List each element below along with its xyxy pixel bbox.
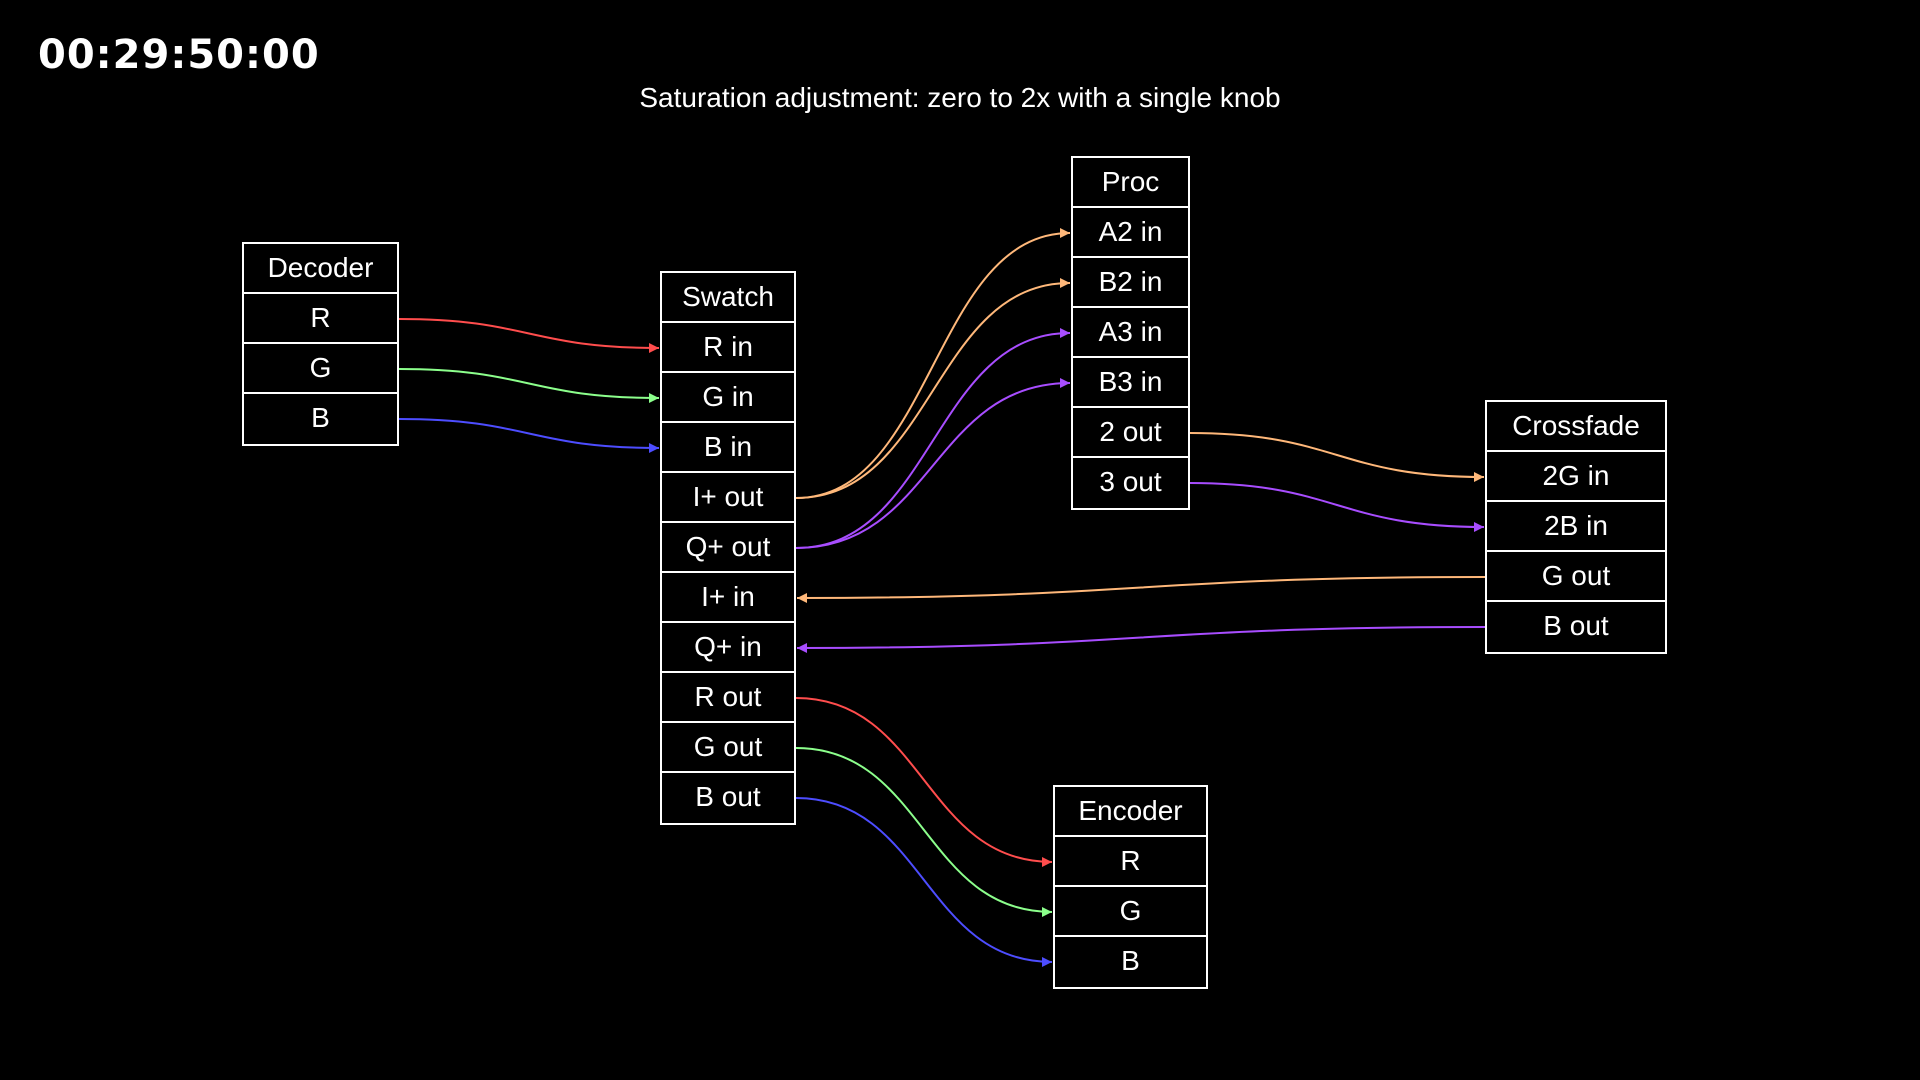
proc-port-3-out[interactable]: 3 out [1099,466,1162,497]
timecode: 00:29:50:00 [38,32,320,78]
decoder-title: Decoder [244,244,397,294]
proc-port-a2-in[interactable]: A2 in [1073,208,1188,258]
wire-crossfade-3-to-swatch-6 [796,626,1486,653]
proc-title: Proc [1073,158,1188,208]
wire-swatch-8-to-encoder-1 [795,747,1053,917]
encoder-title: Encoder [1055,787,1206,837]
swatch-port-b-out[interactable]: B out [695,781,761,812]
proc-port-b2-in[interactable]: B2 in [1073,258,1188,308]
encoder-port-b[interactable]: B [1121,945,1140,976]
crossfade-port-2g-in[interactable]: 2G in [1487,452,1665,502]
wire-swatch-7-to-encoder-0 [795,697,1053,867]
swatch-node[interactable]: Swatch R in G in B in I+ out Q+ out I+ i… [660,271,796,825]
encoder-port-r[interactable]: R [1055,837,1206,887]
swatch-title: Swatch [662,273,794,323]
swatch-port-i-out[interactable]: I+ out [662,473,794,523]
crossfade-port-2b-in[interactable]: 2B in [1487,502,1665,552]
wire-swatch-4-to-proc-2 [795,328,1071,549]
swatch-port-q-out[interactable]: Q+ out [662,523,794,573]
swatch-port-g-out[interactable]: G out [662,723,794,773]
wire-proc-5-to-crossfade-1 [1189,482,1485,532]
wire-proc-4-to-crossfade-0 [1189,432,1485,482]
proc-node[interactable]: Proc A2 in B2 in A3 in B3 in 2 out 3 out [1071,156,1190,510]
decoder-port-r[interactable]: R [244,294,397,344]
swatch-port-g-in[interactable]: G in [662,373,794,423]
decoder-port-g[interactable]: G [244,344,397,394]
proc-port-b3-in[interactable]: B3 in [1073,358,1188,408]
decoder-node[interactable]: Decoder R G B [242,242,399,446]
crossfade-node[interactable]: Crossfade 2G in 2B in G out B out [1485,400,1667,654]
decoder-port-b[interactable]: B [311,402,330,433]
wire-swatch-4-to-proc-3 [795,378,1071,549]
wire-swatch-9-to-encoder-2 [795,797,1053,967]
wire-decoder-0-to-swatch-0 [398,318,660,353]
encoder-node[interactable]: Encoder R G B [1053,785,1208,989]
swatch-port-b-in[interactable]: B in [662,423,794,473]
swatch-port-q-in[interactable]: Q+ in [662,623,794,673]
wire-crossfade-2-to-swatch-5 [796,576,1486,603]
proc-port-a3-in[interactable]: A3 in [1073,308,1188,358]
wire-swatch-3-to-proc-1 [795,278,1071,499]
swatch-port-i-in[interactable]: I+ in [662,573,794,623]
diagram-title: Saturation adjustment: zero to 2x with a… [639,82,1281,113]
crossfade-title: Crossfade [1487,402,1665,452]
wire-decoder-1-to-swatch-1 [398,368,660,403]
crossfade-port-g-out[interactable]: G out [1487,552,1665,602]
wire-swatch-3-to-proc-0 [795,228,1071,499]
encoder-port-g[interactable]: G [1055,887,1206,937]
wire-decoder-2-to-swatch-2 [398,418,660,453]
proc-port-2-out[interactable]: 2 out [1073,408,1188,458]
crossfade-port-b-out[interactable]: B out [1543,610,1609,641]
swatch-port-r-in[interactable]: R in [662,323,794,373]
swatch-port-r-out[interactable]: R out [662,673,794,723]
